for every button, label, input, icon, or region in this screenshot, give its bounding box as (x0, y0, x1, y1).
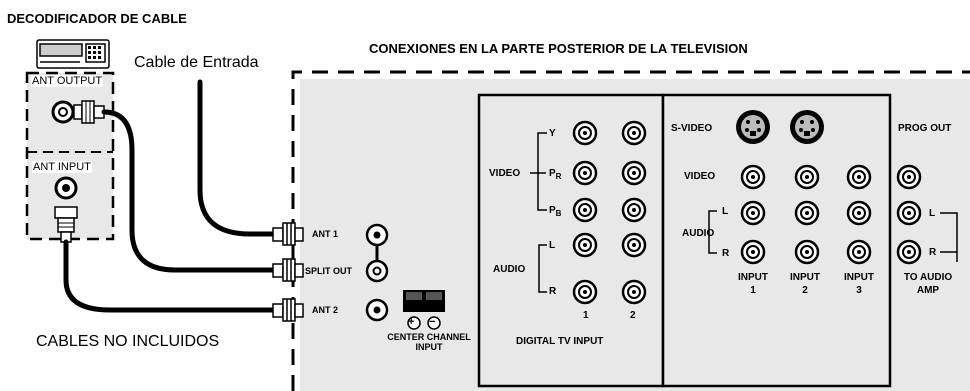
dtv-col1-label: 1 (583, 310, 589, 321)
prog-out-l-jack (896, 200, 922, 226)
svideo-jack-1 (736, 110, 770, 144)
input-r-label: R (722, 248, 730, 259)
plus-sign: + (408, 316, 415, 328)
center-channel-terminal (403, 290, 445, 330)
to-audio-label: TO AUDIO (903, 272, 953, 283)
input-video-label: VIDEO (684, 171, 716, 182)
dtv-col2-label: 2 (630, 310, 636, 321)
dtv-jack-col2-row5 (621, 279, 647, 305)
digital-tv-input-label: DIGITAL TV INPUT (516, 336, 604, 347)
dtv-jack-col1-row1 (572, 120, 598, 146)
amp-label: AMP (916, 285, 940, 296)
prog-out-r-jack (896, 239, 922, 265)
center-channel-label: CENTER CHANNEL (387, 332, 471, 342)
input-brackets (708, 210, 717, 254)
audio-r-jack-input3 (846, 239, 872, 265)
ant1-label: ANT 1 (312, 229, 339, 239)
prog-out-label: PROG OUT (898, 123, 952, 134)
decoder-title: DECODIFICADOR DE CABLE (7, 11, 187, 26)
dtv-jack-col2-row2 (621, 160, 647, 186)
prog-out-r-label: R (929, 247, 937, 258)
dtv-pr-label: PR (549, 168, 562, 181)
audio-l-jack-input1 (740, 200, 766, 226)
cable-box-icon (36, 39, 110, 69)
video-jack-input1 (740, 164, 766, 190)
audio-l-jack-input2 (794, 200, 820, 226)
tv-rear-outline (291, 70, 970, 391)
dtv-jack-col2-row4 (621, 232, 647, 258)
svideo-label: S-VIDEO (671, 123, 713, 134)
input-l-label: L (722, 206, 729, 217)
digital-brackets (530, 132, 547, 293)
decoder-ant-input-jack (54, 176, 78, 200)
audio-r-jack-input1 (740, 239, 766, 265)
minus-sign: − (429, 316, 436, 328)
input1-word: INPUT (738, 272, 768, 283)
split-out-label: SPLIT OUT (305, 266, 352, 276)
dtv-video-label: VIDEO (489, 168, 521, 179)
bottom-cable-plug (54, 206, 78, 243)
prog-out-video-jack (896, 164, 922, 190)
cable-input-label: Cable de Entrada (134, 54, 259, 71)
input3-word: INPUT (844, 272, 874, 283)
cables-not-included-label: CABLES NO INCLUIDOS (36, 333, 220, 350)
input-audio-label: AUDIO (682, 228, 715, 239)
svideo-jack-2 (790, 110, 824, 144)
coax-cables (63, 79, 276, 313)
video-jack-input3 (846, 164, 872, 190)
input2-number: 2 (802, 285, 808, 296)
dtv-l-label: L (549, 240, 556, 251)
input1-number: 1 (750, 285, 756, 296)
dtv-audio-label: AUDIO (493, 264, 526, 275)
center-input-label: INPUT (415, 342, 443, 352)
dtv-y-label: Y (549, 128, 556, 139)
dtv-jack-col1-row4 (572, 232, 598, 258)
audio-l-jack-input3 (846, 200, 872, 226)
dtv-jack-col2-row3 (621, 197, 647, 223)
ant-input-label: ANT INPUT (32, 161, 92, 173)
ant-output-label: ANT OUTPUT (31, 75, 104, 87)
dtv-jack-col1-row3 (572, 197, 598, 223)
decoder-ant-output-jack (51, 100, 105, 124)
dtv-jack-col2-row1 (621, 120, 647, 146)
dtv-r-label: R (549, 286, 557, 297)
prog-out-l-label: L (929, 208, 936, 219)
video-jack-input2 (794, 164, 820, 190)
connections-title: CONEXIONES EN LA PARTE POSTERIOR DE LA T… (369, 41, 748, 56)
dtv-jack-col1-row2 (572, 160, 598, 186)
split-jacks (365, 223, 389, 322)
input2-word: INPUT (790, 272, 820, 283)
progout-brackets (940, 212, 958, 262)
input3-number: 3 (856, 285, 862, 296)
dtv-jack-col1-row5 (572, 279, 598, 305)
tv-coax-plugs (272, 222, 304, 322)
ant2-label: ANT 2 (312, 305, 339, 315)
audio-r-jack-input2 (794, 239, 820, 265)
input-panel-box (661, 93, 892, 388)
dtv-pb-label: PB (549, 205, 562, 218)
